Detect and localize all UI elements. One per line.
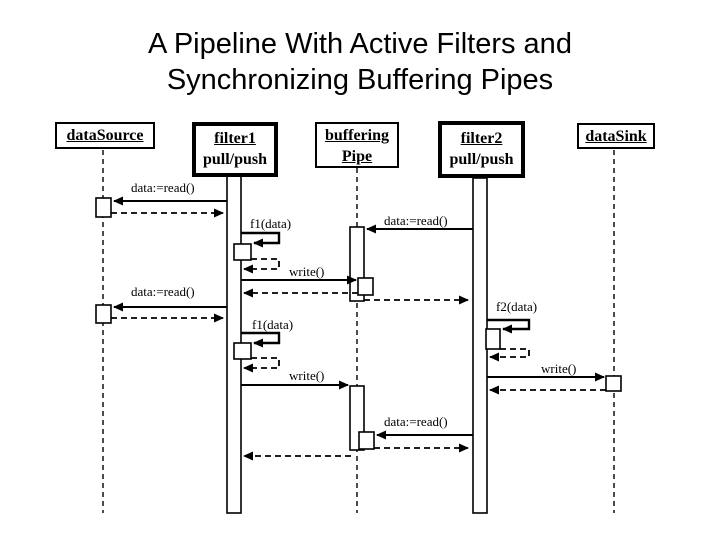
activation-datasink bbox=[605, 375, 622, 392]
message-label-read-pipe-1: data:=read() bbox=[384, 213, 448, 228]
slide-title-line-1: A Pipeline With Active Filters and bbox=[148, 28, 572, 60]
slide-title: A Pipeline With Active Filters and Synch… bbox=[0, 26, 720, 98]
message-label-write-2: write() bbox=[289, 368, 325, 383]
lifeline-head-filter2: filter2 pull/push bbox=[438, 121, 525, 178]
lifeline-head-bufferingpipe: buffering Pipe bbox=[315, 122, 399, 168]
message-label-write-1: write() bbox=[289, 264, 325, 279]
message-label-read-1: data:=read() bbox=[131, 180, 195, 195]
self-call-arrows bbox=[241, 231, 531, 348]
lifeline-head-bufferingpipe-label-1: buffering bbox=[325, 127, 389, 144]
message-label-f2: f2(data) bbox=[496, 299, 538, 314]
lifeline-head-datasource: dataSource bbox=[55, 122, 155, 149]
activation-datasource-1 bbox=[95, 197, 112, 218]
call-arrows bbox=[113, 196, 605, 440]
arrow-self-f1-1 bbox=[241, 231, 281, 248]
arrow-self-f1-2 bbox=[241, 331, 281, 348]
lifeline-head-datasink: dataSink bbox=[577, 123, 655, 149]
activation-bars bbox=[95, 175, 622, 514]
return-self-f2 bbox=[489, 348, 530, 362]
lifeline-head-filter1: filter1 pull/push bbox=[192, 122, 278, 177]
lifeline-head-datasource-label: dataSource bbox=[66, 127, 144, 144]
activation-filter1-self-1 bbox=[233, 243, 252, 261]
activation-filter1-self-2 bbox=[233, 342, 252, 360]
lifeline-head-filter1-stereotype: pull/push bbox=[202, 151, 268, 168]
message-label-f1-1: f1(data) bbox=[250, 216, 292, 231]
nested-activations bbox=[233, 243, 501, 450]
return-self-f1-1 bbox=[243, 258, 280, 274]
activation-bufferingpipe-read-2 bbox=[358, 431, 375, 450]
lifeline-head-bufferingpipe-label-2: Pipe bbox=[341, 148, 373, 165]
slide-title-line-2: Synchronizing Buffering Pipes bbox=[166, 64, 554, 96]
lifeline-head-filter2-stereotype: pull/push bbox=[449, 151, 514, 168]
message-label-write-sink: write() bbox=[541, 361, 577, 376]
activation-filter2 bbox=[472, 177, 488, 514]
lifeline-head-datasink-label: dataSink bbox=[585, 128, 647, 145]
activation-filter2-self bbox=[485, 328, 501, 350]
arrow-self-f2 bbox=[487, 318, 531, 334]
return-self-f1-2 bbox=[243, 357, 280, 373]
activation-bufferingpipe-write-1 bbox=[357, 277, 374, 296]
message-label-read-2: data:=read() bbox=[131, 284, 195, 299]
message-label-read-pipe-2: data:=read() bbox=[384, 414, 448, 429]
return-arrows bbox=[111, 208, 606, 461]
lifelines bbox=[102, 150, 615, 513]
message-label-f1-2: f1(data) bbox=[252, 317, 294, 332]
lifeline-head-filter2-label: filter2 bbox=[460, 130, 503, 147]
lifeline-head-filter1-label: filter1 bbox=[214, 130, 256, 147]
activation-datasource-2 bbox=[95, 304, 112, 324]
